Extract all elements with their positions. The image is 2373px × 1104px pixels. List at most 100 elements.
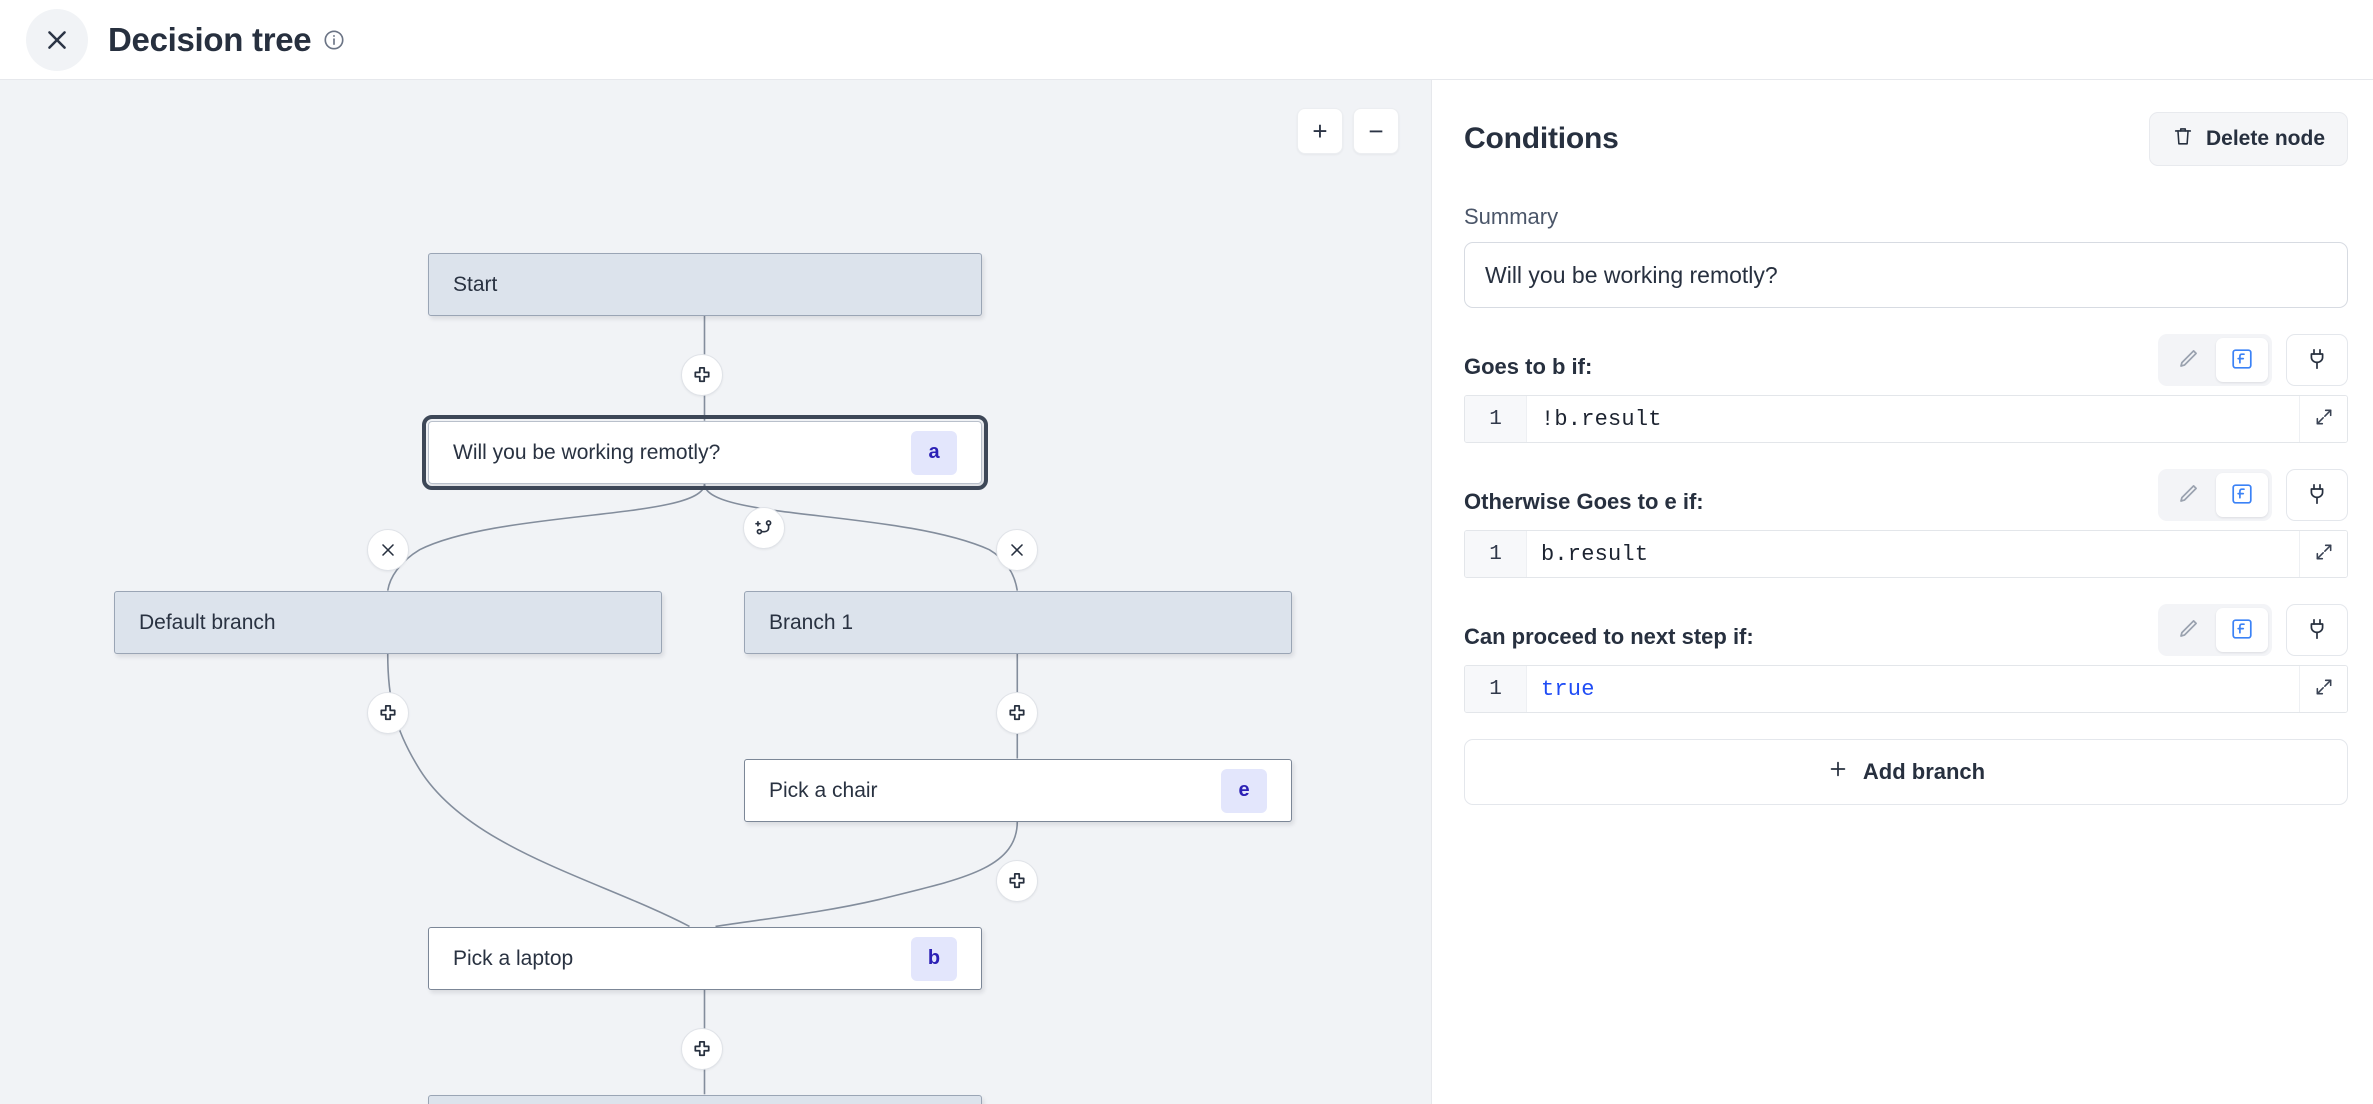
edge-button-delete-branch1[interactable] bbox=[996, 529, 1038, 571]
panel-header: Conditions Delete node bbox=[1464, 112, 2348, 166]
zoom-out-button[interactable]: − bbox=[1353, 108, 1399, 154]
code-editor[interactable]: 1 b.result bbox=[1464, 530, 2348, 578]
function-icon-button[interactable] bbox=[2216, 608, 2268, 652]
plus-node-icon bbox=[1006, 870, 1028, 892]
close-icon bbox=[44, 27, 70, 53]
code-text[interactable]: !b.result bbox=[1541, 406, 1662, 432]
condition-label: Can proceed to next step if: bbox=[1464, 624, 1754, 649]
flow-node-label: Default branch bbox=[139, 610, 276, 634]
edge-button-add-e-b[interactable] bbox=[996, 860, 1038, 902]
summary-label: Summary bbox=[1464, 204, 1559, 229]
connect-button[interactable] bbox=[2286, 604, 2348, 656]
conditions-panel: Conditions Delete node Summary Goes to b… bbox=[1432, 80, 2372, 1104]
condition-label: Otherwise Goes to e if: bbox=[1464, 489, 1704, 514]
code-text[interactable]: b.result bbox=[1541, 541, 1649, 567]
code-line-number: 1 bbox=[1465, 396, 1527, 442]
edge-button-delete-default[interactable] bbox=[367, 529, 409, 571]
flow-node-start[interactable]: Start bbox=[428, 253, 982, 316]
trash-icon bbox=[2172, 125, 2194, 153]
editor-mode-toggle bbox=[2158, 334, 2272, 386]
flow-node-b[interactable]: Pick a laptop b bbox=[428, 927, 982, 990]
condition-actions bbox=[2158, 334, 2348, 386]
condition-label: Goes to b if: bbox=[1464, 354, 1593, 379]
expand-editor-button[interactable] bbox=[2299, 666, 2347, 712]
flow-node-badge: e bbox=[1221, 768, 1267, 813]
app-header: Decision tree bbox=[0, 0, 2373, 80]
delete-node-label: Delete node bbox=[2205, 127, 2325, 150]
zoom-in-button[interactable]: + bbox=[1297, 108, 1343, 154]
code-line-number: 1 bbox=[1465, 531, 1527, 577]
flow-node-branch1[interactable]: Branch 1 bbox=[744, 591, 1292, 654]
function-icon-button[interactable] bbox=[2216, 473, 2268, 517]
condition-block: Otherwise Goes to e if: 1 b.result bbox=[1464, 469, 2348, 578]
flow-node-badge: a bbox=[911, 430, 957, 475]
expand-icon bbox=[2314, 542, 2334, 567]
edge-a-default bbox=[386, 483, 706, 591]
code-editor[interactable]: 1 true bbox=[1464, 665, 2348, 713]
edge-button-add-branch-inline[interactable] bbox=[743, 507, 785, 549]
info-icon[interactable] bbox=[323, 29, 345, 51]
plus-node-icon bbox=[691, 364, 713, 386]
expand-icon bbox=[2314, 677, 2334, 702]
flow-node-badge: b bbox=[911, 936, 957, 981]
flow-node-end[interactable]: End bbox=[428, 1095, 982, 1104]
add-branch-button[interactable]: Add branch bbox=[1464, 739, 2348, 805]
plug-icon bbox=[2305, 347, 2329, 374]
edge-button-add-start-a[interactable] bbox=[681, 354, 723, 396]
condition-actions bbox=[2158, 604, 2348, 656]
pencil-icon-button[interactable] bbox=[2162, 338, 2214, 382]
code-line-number: 1 bbox=[1465, 666, 1527, 712]
delete-node-button[interactable]: Delete node bbox=[2148, 112, 2348, 166]
add-branch-label: Add branch bbox=[1862, 759, 1986, 784]
connect-button[interactable] bbox=[2286, 334, 2348, 386]
page-title: Decision tree bbox=[108, 21, 345, 59]
edge-default-b bbox=[386, 653, 690, 928]
plus-node-icon bbox=[691, 1038, 713, 1060]
plus-node-icon bbox=[377, 702, 399, 724]
flow-node-label: Pick a laptop bbox=[453, 946, 574, 970]
close-button[interactable] bbox=[26, 8, 88, 71]
condition-actions bbox=[2158, 469, 2348, 521]
condition-block: Goes to b if: 1 !b.result bbox=[1464, 334, 2348, 443]
connect-button[interactable] bbox=[2286, 469, 2348, 521]
editor-mode-toggle bbox=[2158, 469, 2272, 521]
close-icon bbox=[1007, 540, 1027, 560]
add-branch-icon bbox=[753, 517, 775, 539]
pencil-icon-button[interactable] bbox=[2162, 473, 2214, 517]
function-icon bbox=[2230, 617, 2254, 644]
pencil-icon bbox=[2176, 482, 2200, 509]
close-icon bbox=[378, 540, 398, 560]
expand-editor-button[interactable] bbox=[2299, 531, 2347, 577]
flow-node-label: Pick a chair bbox=[769, 778, 878, 802]
flow-node-default[interactable]: Default branch bbox=[114, 591, 662, 654]
expand-icon bbox=[2314, 407, 2334, 432]
flow-node-label: Will you be working remotly? bbox=[453, 440, 721, 464]
plus-node-icon bbox=[1006, 702, 1028, 724]
plus-icon bbox=[1827, 758, 1849, 786]
plug-icon bbox=[2305, 617, 2329, 644]
edge-e-b bbox=[715, 821, 1019, 928]
edge-button-add-b-end[interactable] bbox=[681, 1028, 723, 1070]
expand-editor-button[interactable] bbox=[2299, 396, 2347, 442]
edge-button-add-branch1-e[interactable] bbox=[996, 692, 1038, 734]
code-text[interactable]: true bbox=[1541, 676, 1595, 702]
edge-button-add-default-b[interactable] bbox=[367, 692, 409, 734]
panel-title: Conditions bbox=[1464, 122, 1619, 155]
function-icon bbox=[2230, 482, 2254, 509]
zoom-controls: + − bbox=[1297, 108, 1399, 154]
pencil-icon-button[interactable] bbox=[2162, 608, 2214, 652]
summary-input[interactable] bbox=[1464, 242, 2348, 308]
code-editor[interactable]: 1 !b.result bbox=[1464, 395, 2348, 443]
function-icon bbox=[2230, 347, 2254, 374]
condition-header: Otherwise Goes to e if: bbox=[1464, 469, 2348, 521]
flow-node-e[interactable]: Pick a chair e bbox=[744, 759, 1292, 822]
pencil-icon bbox=[2176, 617, 2200, 644]
flow-node-a[interactable]: Will you be working remotly? a bbox=[422, 415, 988, 490]
condition-block: Can proceed to next step if: 1 true bbox=[1464, 604, 2348, 713]
function-icon-button[interactable] bbox=[2216, 338, 2268, 382]
editor-mode-toggle bbox=[2158, 604, 2272, 656]
condition-header: Can proceed to next step if: bbox=[1464, 604, 2348, 656]
